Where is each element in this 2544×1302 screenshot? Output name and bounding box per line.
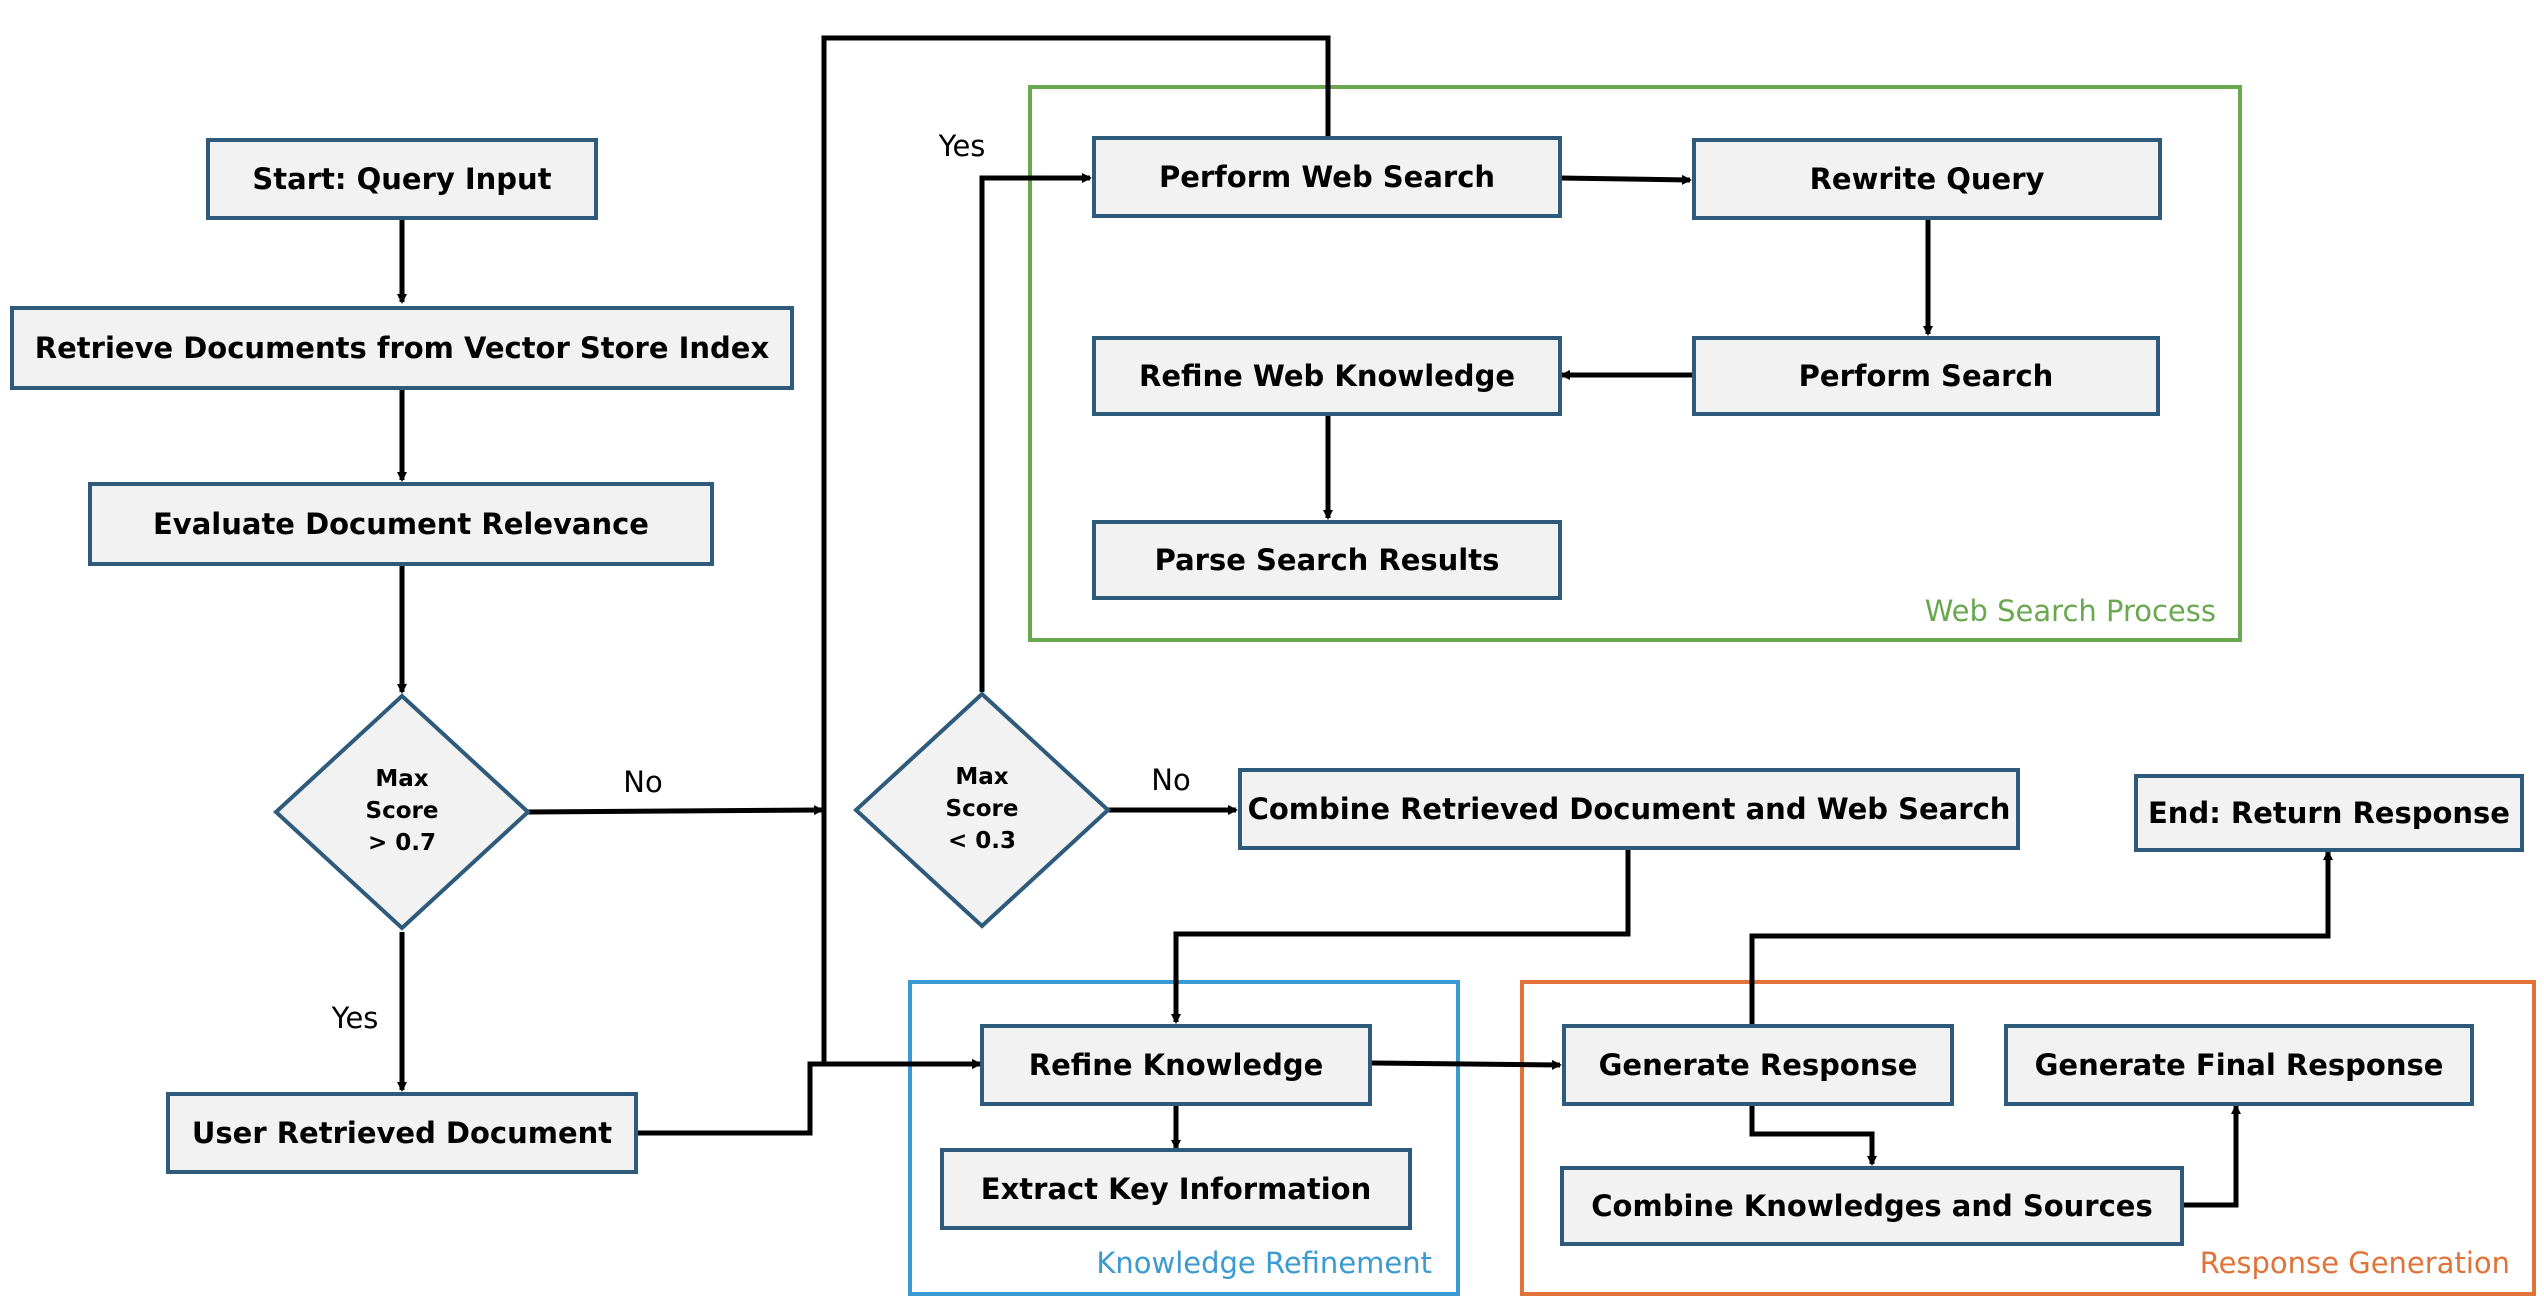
group-frame-response <box>1520 980 2536 1296</box>
node-label: Perform Search <box>1799 359 2054 393</box>
edge-decision1-no <box>527 805 824 816</box>
edge-websearch-loop <box>821 35 1331 1069</box>
node-extract-key-information: Extract Key Information <box>940 1148 1412 1230</box>
edge-generate-end <box>1749 850 2333 1024</box>
diamond-label-line1: Max <box>955 764 1008 790</box>
node-generate-response: Generate Response <box>1562 1024 1954 1106</box>
node-perform-web-search: Perform Web Search <box>1092 136 1562 218</box>
diamond-label-line2: Score <box>366 798 439 824</box>
node-label: Rewrite Query <box>1810 162 2045 196</box>
edge-websearch-rewrite <box>1559 174 1692 185</box>
edge-label-decision1-no: No <box>623 765 662 799</box>
group-knowledge-refinement: Knowledge Refinement <box>908 980 1460 1296</box>
edge-combinesources-final <box>2182 1104 2241 1208</box>
node-label: Generate Final Response <box>2035 1048 2444 1082</box>
node-label: User Retrieved Document <box>192 1116 612 1150</box>
node-evaluate-relevance: Evaluate Document Relevance <box>88 482 714 566</box>
node-label: Parse Search Results <box>1155 543 1500 577</box>
node-start-query-input: Start: Query Input <box>206 138 598 220</box>
node-decision-max-score-low: Max Score < 0.3 <box>853 691 1111 929</box>
node-label: End: Return Response <box>2148 796 2510 830</box>
diamond-label-line1: Max <box>375 766 428 792</box>
node-label: Evaluate Document Relevance <box>153 507 649 541</box>
edge-userdoc-refine <box>636 1059 982 1136</box>
node-generate-final-response: Generate Final Response <box>2004 1024 2474 1106</box>
diamond-label-line3: < 0.3 <box>948 828 1016 854</box>
node-combine-document-web: Combine Retrieved Document and Web Searc… <box>1238 768 2020 850</box>
group-label-web: Web Search Process <box>1925 594 2216 628</box>
group-response-generation: Response Generation <box>1520 980 2536 1296</box>
group-web-search-process: Web Search Process <box>1028 85 2242 642</box>
node-end-return-response: End: Return Response <box>2134 774 2524 852</box>
node-label: Generate Response <box>1599 1048 1918 1082</box>
node-label: Refine Knowledge <box>1029 1048 1324 1082</box>
node-label: Perform Web Search <box>1159 160 1495 194</box>
edge-refine-generate <box>1371 1059 1562 1070</box>
node-parse-search-results: Parse Search Results <box>1092 520 1562 600</box>
node-label: Combine Knowledges and Sources <box>1591 1189 2152 1223</box>
node-label: Retrieve Documents from Vector Store Ind… <box>35 331 770 365</box>
edge-generate-combinesources <box>1749 1104 1877 1166</box>
group-frame-web <box>1028 85 2242 642</box>
diamond-label-line3: > 0.7 <box>368 830 436 856</box>
node-decision-max-score-high: Max Score > 0.7 <box>273 693 531 931</box>
edges <box>397 35 2333 1208</box>
diamond-label-line2: Score <box>946 796 1019 822</box>
node-rewrite-query: Rewrite Query <box>1692 138 2162 220</box>
node-label: Extract Key Information <box>981 1172 1371 1206</box>
group-label-knowledge: Knowledge Refinement <box>1096 1246 1432 1280</box>
node-refine-web-knowledge: Refine Web Knowledge <box>1092 336 1562 416</box>
group-frame-knowledge <box>908 980 1460 1296</box>
node-refine-knowledge: Refine Knowledge <box>980 1024 1372 1106</box>
edge-decision2-yes <box>979 173 1092 692</box>
edge-combine-refine <box>1171 848 1631 1024</box>
node-user-retrieved-document: User Retrieved Document <box>166 1092 638 1174</box>
edge-label-decision1-yes: Yes <box>331 1001 379 1035</box>
node-combine-knowledges-sources: Combine Knowledges and Sources <box>1560 1166 2184 1246</box>
node-retrieve-documents: Retrieve Documents from Vector Store Ind… <box>10 306 794 390</box>
node-label: Start: Query Input <box>252 162 551 196</box>
node-label: Refine Web Knowledge <box>1139 359 1515 393</box>
group-label-response: Response Generation <box>2200 1246 2510 1280</box>
node-perform-search: Perform Search <box>1692 336 2160 416</box>
edge-label-decision2-yes: Yes <box>938 129 986 163</box>
node-label: Combine Retrieved Document and Web Searc… <box>1248 792 2011 826</box>
edge-label-decision2-no: No <box>1151 763 1190 797</box>
